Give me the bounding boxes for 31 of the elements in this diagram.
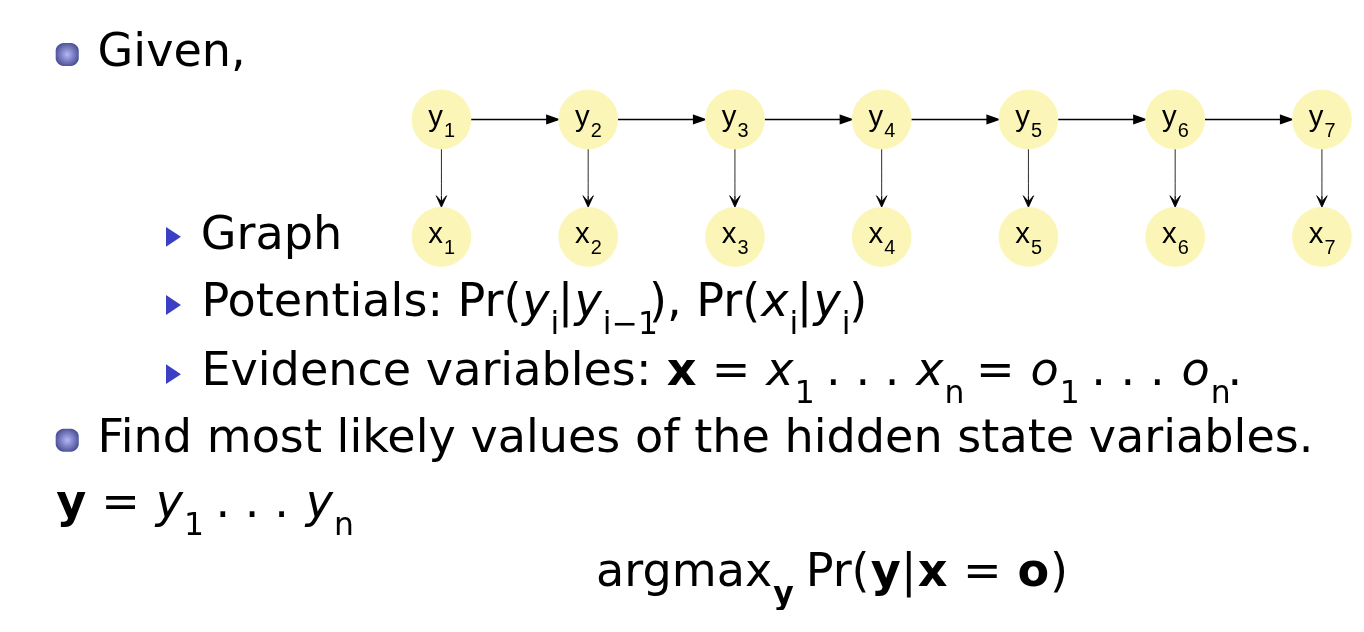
node-circle: x$_{1}$ bbox=[411, 206, 472, 267]
node-circle: x$_{7}$ bbox=[1292, 206, 1352, 267]
node-circle: x$_{6}$ bbox=[1145, 206, 1206, 267]
node-circle: y$_{7}$ bbox=[1292, 89, 1352, 149]
arrow bbox=[1022, 148, 1035, 208]
node-circle: y$_{2}$ bbox=[558, 89, 619, 149]
arrow bbox=[876, 148, 888, 208]
node-circle: y$_{5}$ bbox=[998, 89, 1059, 149]
label: Find most likely values of the hidden state variables. bbox=[97, 408, 1314, 463]
arrow bbox=[1316, 148, 1328, 208]
arrow bbox=[582, 148, 594, 208]
arrow bbox=[729, 148, 741, 208]
node-circle: x$_{5}$ bbox=[998, 206, 1059, 267]
node-circle: y$_{3}$ bbox=[705, 89, 765, 149]
arrow bbox=[1169, 148, 1181, 208]
arrow bbox=[1057, 113, 1148, 124]
label: y = y$_{1}$ . . . y$_{n}$ bbox=[56, 473, 354, 542]
label: Potentials: Pr(y$_{i}$|y$_{i−1}$), Pr(x$_{i}$|y$_{i}$) bbox=[201, 272, 868, 341]
arrow bbox=[910, 113, 1001, 124]
arrow bbox=[470, 113, 561, 124]
node-circle: x$_{4}$ bbox=[851, 206, 912, 267]
node-circle: y$_{4}$ bbox=[851, 89, 912, 149]
node-circle: x$_{3}$ bbox=[705, 206, 765, 267]
label: Given, bbox=[97, 22, 246, 77]
label: Evidence variables: x = x$_{1}$ . . . x$_{n}$ = o$_{1}$ . . . o$_{n}$. bbox=[201, 341, 1243, 410]
label: Graph bbox=[200, 205, 343, 260]
node-circle: x$_{2}$ bbox=[558, 206, 619, 267]
label: argmax$_{y}$ Pr(y|x = o) bbox=[596, 542, 1068, 611]
arrow bbox=[435, 148, 448, 208]
node-circle: y$_{1}$ bbox=[411, 89, 472, 149]
node-circle: y$_{6}$ bbox=[1145, 89, 1206, 149]
